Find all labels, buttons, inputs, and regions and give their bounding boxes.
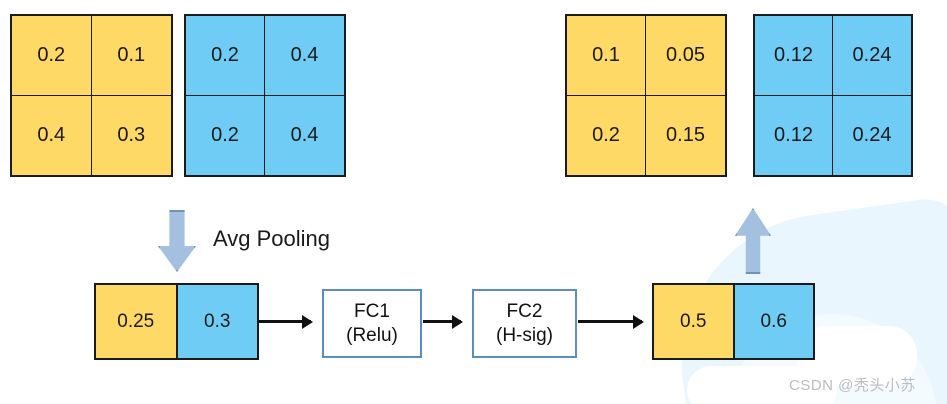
grid-cell: 0.1 <box>91 16 171 96</box>
grid-cell: 0.2 <box>186 95 265 175</box>
connector-arrow-fc1-to-fc2 <box>423 320 461 323</box>
connector-arrow-pooled-to-fc1 <box>259 320 311 323</box>
vector-cell: 0.25 <box>96 285 178 358</box>
grid-cell: 0.4 <box>12 95 92 175</box>
grid-cell: 0.2 <box>186 16 265 96</box>
grid-cell: 0.12 <box>755 16 833 96</box>
grid-cell: 0.24 <box>833 16 911 96</box>
input-feature-map-blue: 0.2 0.4 0.2 0.4 <box>184 14 346 177</box>
fc2-label-line1: FC2 <box>506 301 543 323</box>
grid-cell: 0.2 <box>12 16 92 96</box>
csdn-watermark: CSDN @秃头小苏 <box>789 377 916 394</box>
grid-cell: 0.4 <box>265 16 344 96</box>
fc1-label-line1: FC1 <box>354 301 390 323</box>
fc1-box[interactable]: FC1 (Relu) <box>322 289 422 358</box>
grid-cell: 0.24 <box>833 95 911 175</box>
grid-cell: 0.2 <box>567 95 646 175</box>
connector-arrow-fc2-to-weights <box>578 320 642 323</box>
fc2-box[interactable]: FC2 (H-sig) <box>472 289 577 358</box>
vector-cell: 0.5 <box>654 285 735 358</box>
pooled-descriptor: 0.25 0.3 <box>94 283 259 360</box>
grid-cell: 0.15 <box>646 95 725 175</box>
grid-cell: 0.3 <box>91 95 171 175</box>
grid-cell: 0.05 <box>646 16 725 96</box>
grid-cell: 0.4 <box>265 95 344 175</box>
arrow-up-icon <box>735 208 771 274</box>
arrow-down-icon <box>158 210 196 272</box>
grid-cell: 0.12 <box>755 95 833 175</box>
vector-cell: 0.3 <box>177 285 257 358</box>
avg-pooling-label: Avg Pooling <box>213 226 331 251</box>
input-feature-map-yellow: 0.2 0.1 0.4 0.3 <box>10 14 173 177</box>
output-feature-map-yellow: 0.1 0.05 0.2 0.15 <box>565 14 727 177</box>
grid-cell: 0.1 <box>567 16 646 96</box>
vector-cell: 0.6 <box>734 285 813 358</box>
fc1-label-line2: (Relu) <box>346 324 398 346</box>
channel-scale-weights: 0.5 0.6 <box>652 283 815 360</box>
output-feature-map-blue: 0.12 0.24 0.12 0.24 <box>753 14 913 177</box>
fc2-label-line2: (H-sig) <box>496 324 553 346</box>
